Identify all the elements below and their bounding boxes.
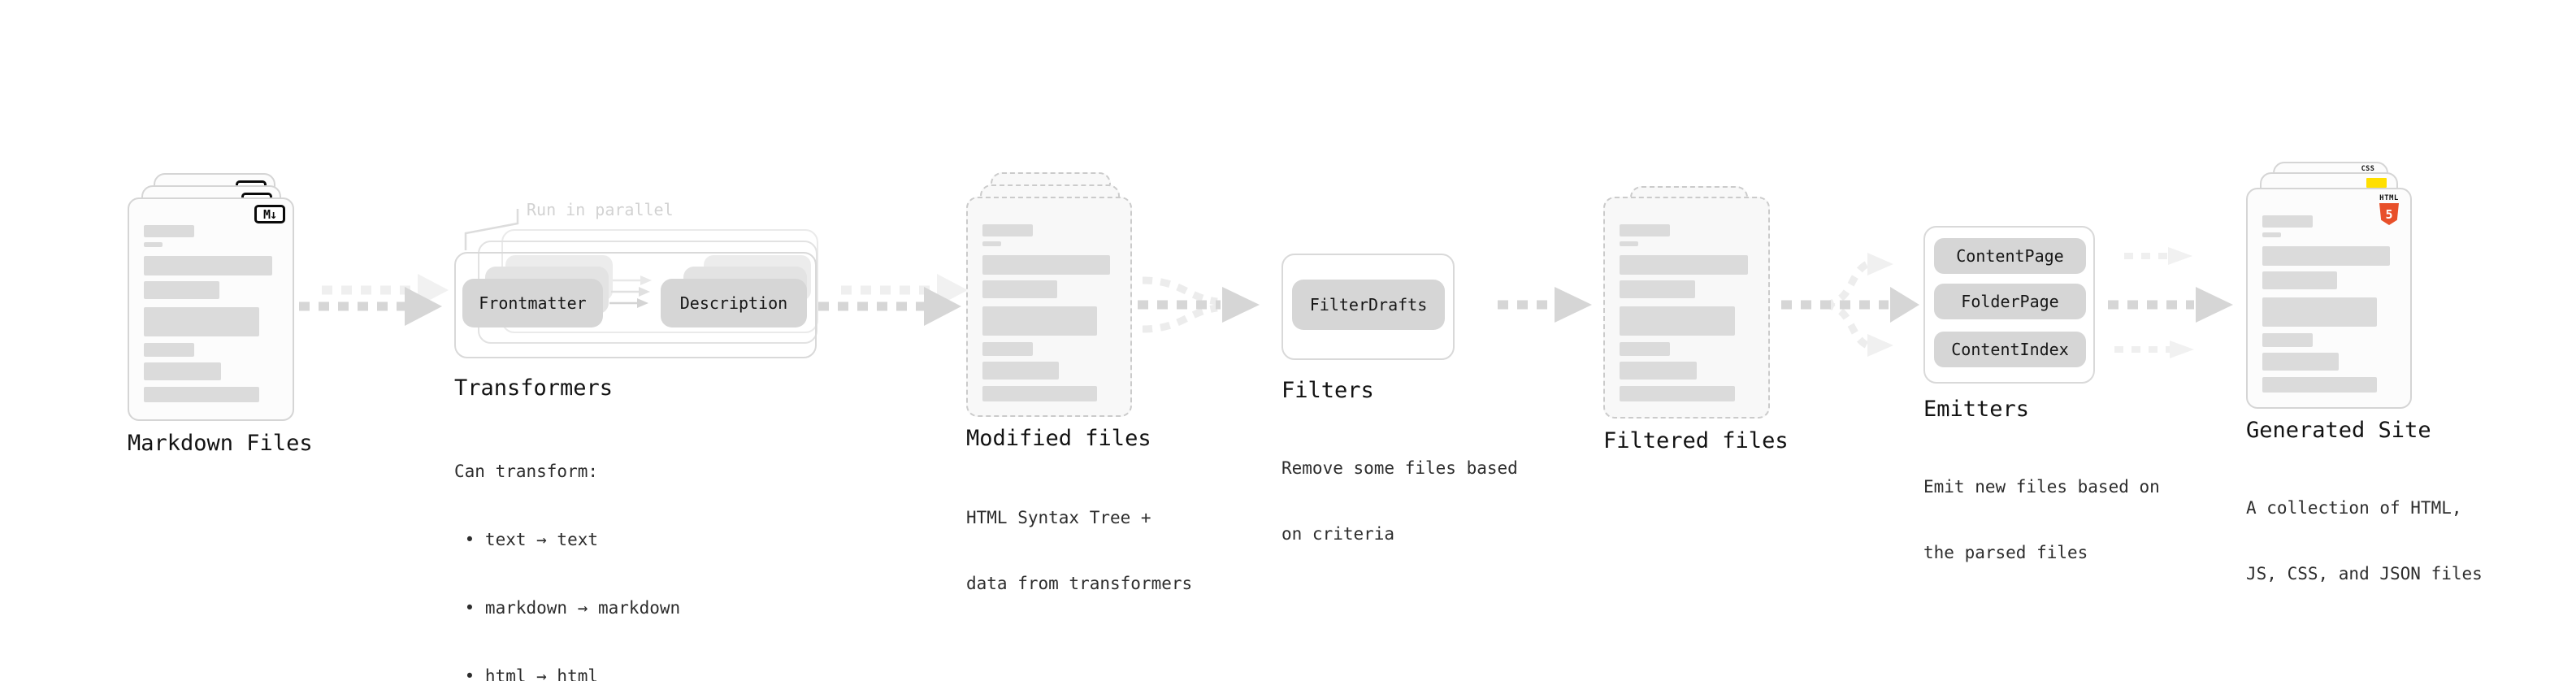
placeholder-text-bar xyxy=(144,225,194,237)
modified-file-card-front xyxy=(966,197,1132,417)
caption-line: Can transform: xyxy=(454,462,599,481)
caption-line: • markdown → markdown xyxy=(454,598,681,618)
description-pill: Description xyxy=(661,279,807,327)
placeholder-text-bar xyxy=(144,307,259,336)
emitters-box xyxy=(1923,226,2095,384)
markdown-icon: M↓ xyxy=(254,205,285,223)
caption-line: data from transformers xyxy=(966,574,1193,593)
flow-arrows-emitters-to-generated xyxy=(2108,247,2233,358)
html5-icon-number: 5 xyxy=(2385,206,2393,222)
placeholder-text-bar xyxy=(1620,280,1695,298)
transformers-caption: Can transform: • text → text • markdown … xyxy=(454,414,680,681)
flow-arrow-transformers-to-modified xyxy=(818,274,968,326)
modified-files-label: Modified files xyxy=(966,426,1151,451)
placeholder-text-bar xyxy=(1620,362,1697,380)
transformers-label: Transformers xyxy=(454,375,614,401)
placeholder-text-bar xyxy=(2262,232,2281,237)
filters-caption: Remove some files based on criteria xyxy=(1281,414,1518,589)
contentindex-pill: ContentIndex xyxy=(1934,332,2086,367)
placeholder-text-bar xyxy=(144,256,273,275)
placeholder-text-bar xyxy=(982,342,1033,356)
caption-line: JS, CSS, and JSON files xyxy=(2246,564,2483,583)
markdown-files-label: Markdown Files xyxy=(128,431,313,456)
transformer-layer-box-front xyxy=(454,252,817,358)
emitters-caption: Emit new files based on the parsed files xyxy=(1923,432,2160,608)
placeholder-text-bar xyxy=(982,386,1097,401)
placeholder-text-bar xyxy=(982,241,1001,246)
mini-arrow-icon xyxy=(609,298,648,308)
flow-arrow-modified-to-filters xyxy=(1138,276,1260,333)
run-in-parallel-callout: Run in parallel xyxy=(527,200,674,219)
placeholder-text-bar xyxy=(144,362,221,380)
generated-file-card-html: HTML 5 xyxy=(2246,188,2412,409)
placeholder-text-bar xyxy=(1620,241,1638,246)
placeholder-text-lines xyxy=(2262,215,2394,393)
placeholder-text-lines xyxy=(982,224,1114,401)
placeholder-text-bar xyxy=(1620,342,1670,356)
placeholder-text-bar xyxy=(982,362,1059,380)
placeholder-text-bar xyxy=(1620,386,1735,401)
callout-line xyxy=(464,209,519,250)
placeholder-text-bar xyxy=(1620,306,1735,336)
placeholder-text-bar xyxy=(2262,246,2391,266)
placeholder-text-lines xyxy=(144,225,276,402)
caption-line: Remove some files based xyxy=(1281,458,1518,478)
placeholder-text-bar xyxy=(144,343,194,357)
mini-arrow-icon xyxy=(611,287,650,297)
placeholder-text-bar xyxy=(1620,224,1670,236)
placeholder-text-bar xyxy=(2262,377,2377,393)
emitters-label: Emitters xyxy=(1923,397,2030,422)
placeholder-text-bar xyxy=(2262,271,2338,289)
javascript-icon xyxy=(2366,178,2387,188)
mini-arrow-icon xyxy=(613,275,652,285)
flow-arrow-filters-to-filtered xyxy=(1498,287,1592,323)
placeholder-text-bar xyxy=(144,242,163,247)
placeholder-text-bar xyxy=(2262,297,2377,327)
contentpage-pill: ContentPage xyxy=(1934,238,2086,274)
caption-line: HTML Syntax Tree + xyxy=(966,508,1151,527)
generated-site-label: Generated Site xyxy=(2246,418,2431,443)
placeholder-text-bar xyxy=(144,281,219,299)
caption-line: • html → html xyxy=(454,666,599,681)
html5-icon: HTML 5 xyxy=(2378,194,2400,225)
placeholder-text-bar xyxy=(144,387,259,402)
filtered-files-label: Filtered files xyxy=(1603,428,1789,453)
css-icon-label: CSS xyxy=(2361,165,2375,173)
modified-files-caption: HTML Syntax Tree + data from transformer… xyxy=(966,463,1192,639)
filters-box xyxy=(1281,254,1455,360)
caption-line: A collection of HTML, xyxy=(2246,498,2462,518)
filters-label: Filters xyxy=(1281,378,1374,403)
placeholder-text-bar xyxy=(982,224,1033,236)
frontmatter-pill: Frontmatter xyxy=(462,279,603,327)
html5-icon-label: HTML xyxy=(2379,194,2399,202)
flow-arrow-markdown-to-transformers xyxy=(299,274,449,326)
folderpage-pill: FolderPage xyxy=(1934,284,2086,319)
placeholder-text-bar xyxy=(1620,255,1749,275)
placeholder-text-lines xyxy=(1620,224,1752,401)
placeholder-text-bar xyxy=(2262,215,2313,228)
placeholder-text-bar xyxy=(982,280,1058,298)
filtered-file-card-front xyxy=(1603,197,1770,419)
caption-line: on criteria xyxy=(1281,524,1395,544)
markdown-file-card-front: M↓ xyxy=(128,197,294,421)
placeholder-text-bar xyxy=(2262,333,2313,347)
generated-site-caption: A collection of HTML, JS, CSS, and JSON … xyxy=(2246,453,2483,629)
filterdrafts-pill: FilterDrafts xyxy=(1292,280,1445,330)
caption-line: • text → text xyxy=(454,530,599,549)
caption-line: the parsed files xyxy=(1923,543,2088,562)
caption-line: Emit new files based on xyxy=(1923,477,2160,497)
placeholder-text-bar xyxy=(2262,353,2339,371)
flow-arrow-filtered-to-emitters xyxy=(1781,253,1919,357)
placeholder-text-bar xyxy=(982,306,1097,336)
placeholder-text-bar xyxy=(982,255,1111,275)
